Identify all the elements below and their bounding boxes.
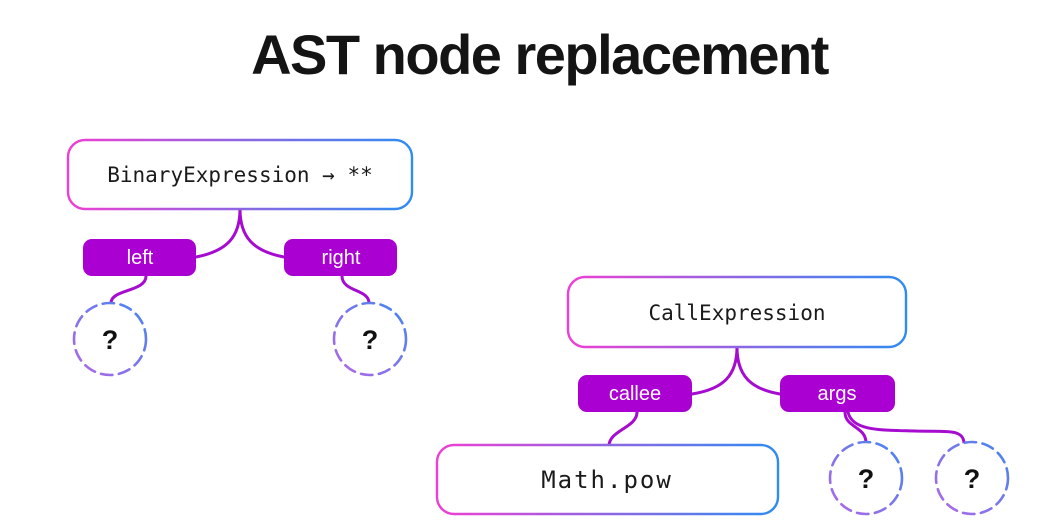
- callee-edge-label-box: [578, 375, 692, 412]
- right-edge-label-box: [284, 239, 397, 276]
- left-edge-label-box: [83, 239, 196, 276]
- right-edge-label: right: [322, 247, 361, 269]
- leaf-question-mark: ?: [964, 464, 981, 494]
- call-expression-node: [566, 275, 908, 349]
- args-edge-label: args: [818, 383, 857, 405]
- edge-args-to-leaf-2: [846, 410, 966, 445]
- edge-root-to-args: [735, 345, 782, 396]
- math-pow-node: [435, 443, 780, 516]
- edge-right-to-leaf: [340, 274, 371, 305]
- leaf-question-mark: ?: [102, 325, 119, 355]
- leaf-circle: [72, 301, 148, 377]
- binary-expression-node-label: BinaryExpression → **: [107, 163, 373, 187]
- edge-left-to-leaf: [109, 274, 148, 305]
- binary-expression-tree: BinaryExpression → ** left right ? ?: [66, 138, 414, 377]
- edge-args-to-leaf-1: [843, 410, 868, 445]
- binary-expression-node: [66, 138, 414, 211]
- math-pow-node-label: Math.pow: [541, 466, 673, 494]
- leaf-circle: [828, 440, 904, 516]
- leaf-circle: [332, 301, 408, 377]
- callee-edge-label: callee: [609, 383, 661, 405]
- page-title: AST node replacement: [251, 23, 829, 86]
- left-edge-label: left: [127, 247, 154, 269]
- edge-callee-to-mathpow: [607, 410, 639, 448]
- edge-root-to-right: [238, 207, 286, 259]
- edge-root-to-callee: [690, 345, 739, 396]
- call-expression-tree: CallExpression callee args Math.pow ? ?: [435, 275, 1010, 516]
- edge-root-to-left: [194, 207, 242, 259]
- leaf-circle: [934, 440, 1010, 516]
- leaf-question-mark: ?: [858, 464, 875, 494]
- leaf-question-mark: ?: [362, 325, 379, 355]
- args-edge-label-box: [780, 375, 895, 412]
- call-expression-node-label: CallExpression: [648, 301, 825, 325]
